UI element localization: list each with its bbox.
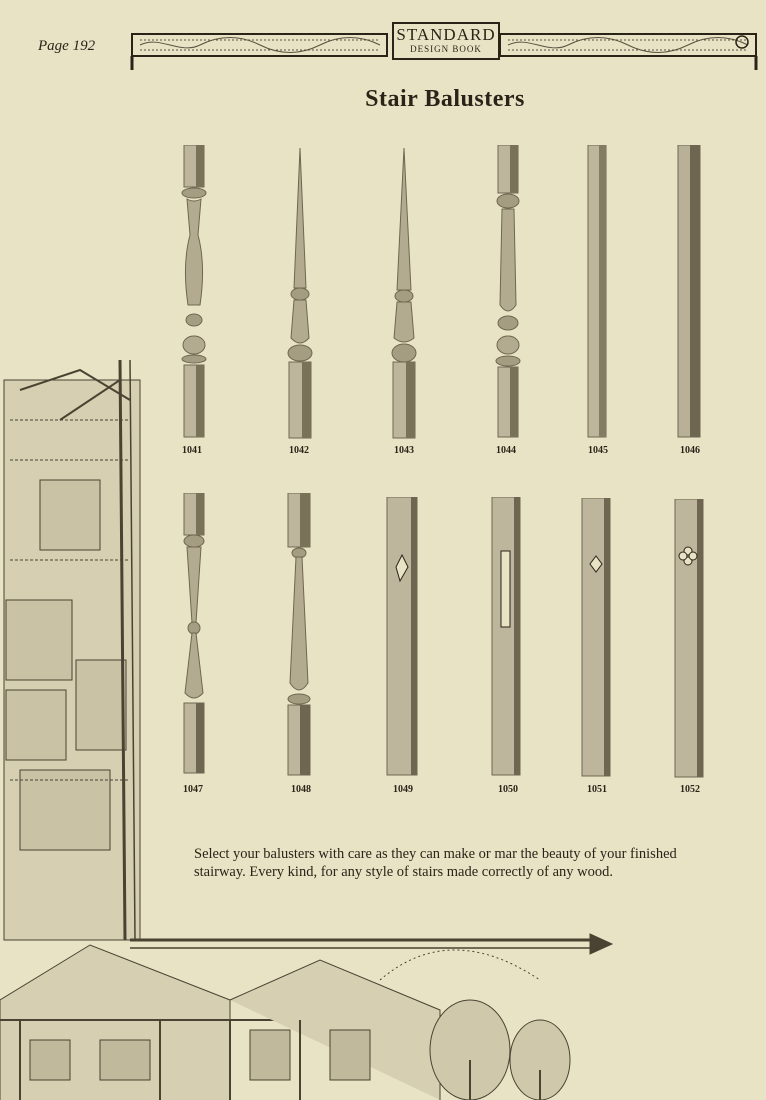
baluster-1052-image	[674, 499, 704, 778]
baluster-1041-image	[181, 145, 207, 438]
baluster-1042-label: 1042	[289, 445, 309, 456]
baluster-1048-label: 1048	[291, 784, 311, 795]
baluster-1046-image	[677, 145, 701, 438]
baluster-1050-label: 1050	[498, 784, 518, 795]
baluster-1051-label: 1051	[587, 784, 607, 795]
baluster-1051-image	[581, 498, 611, 777]
baluster-1052-label: 1052	[680, 784, 700, 795]
baluster-1043-image	[391, 148, 417, 439]
baluster-1044-label: 1044	[496, 445, 516, 456]
baluster-1048-image	[287, 493, 311, 776]
bungalow-border-illustration	[0, 360, 614, 1100]
header-ornament-band	[130, 33, 758, 70]
baluster-1047-image	[183, 493, 205, 774]
baluster-1050-image	[491, 497, 521, 776]
baluster-1044-image	[495, 145, 521, 438]
page-title: Stair Balusters	[365, 86, 525, 112]
baluster-1042-image	[287, 148, 313, 439]
baluster-1041-label: 1041	[182, 445, 202, 456]
baluster-1049-label: 1049	[393, 784, 413, 795]
baluster-1045-image	[587, 145, 607, 438]
baluster-1049-image	[386, 497, 418, 776]
baluster-1047-label: 1047	[183, 784, 203, 795]
baluster-1046-label: 1046	[680, 445, 700, 456]
caption-text: Select your balusters with care as they …	[194, 845, 677, 880]
standard-design-book-logo: STANDARD DESIGN BOOK	[392, 22, 500, 60]
baluster-1045-label: 1045	[588, 445, 608, 456]
page-number: Page 192	[38, 38, 96, 54]
baluster-1043-label: 1043	[394, 445, 414, 456]
